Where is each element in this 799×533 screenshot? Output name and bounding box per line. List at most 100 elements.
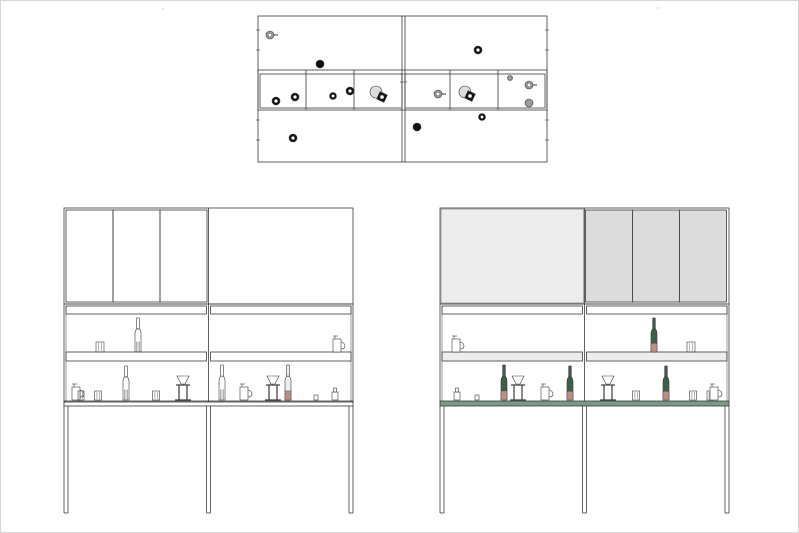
plan-jar-topview [524,98,534,108]
upper-glass-door [159,209,208,303]
pitcher-handle [340,341,346,350]
sheet-dot-mark [657,7,659,9]
plan-cup-topview [329,92,337,100]
bottle-neck [136,317,140,330]
pitcher-body [451,338,461,353]
small-jar [474,394,480,401]
upper-glass-door [112,209,161,303]
pour-over-stand [265,375,281,401]
plan-cup-rim [527,82,532,87]
glass-outline [686,341,696,353]
glass-outline [152,390,160,401]
wine-bottle [134,317,142,353]
plan-dripper-hole [379,94,385,100]
glass-outline [689,390,697,401]
drinking-glass [632,390,640,401]
drinking-glass [686,341,696,353]
plan-cup-topview [433,89,446,99]
glass-outline [77,390,85,401]
plan-cup-topview [265,30,278,40]
front-elevation-shaded-drawing [439,207,730,514]
drinking-glass [152,390,160,401]
dripper-cone [601,375,615,385]
plan-cup-topview [290,92,300,102]
bottle-neck [220,364,224,377]
plan-cup-topview [271,96,281,106]
shelf-rail [586,305,728,315]
wine-bottle [566,365,574,401]
dripper-cone [266,375,280,385]
jar-outline [474,394,480,401]
coffee-grinder [453,387,461,401]
bottle-body [122,376,130,401]
plan-drawer-band-inner [259,73,403,109]
middle-shelf [65,351,207,362]
bottle-body [134,328,142,353]
grinder-top [333,387,337,393]
grinder-body [453,391,461,401]
wine-bottle [650,317,658,353]
plan-cup-rim [480,115,484,119]
pour-over-stand [510,375,526,401]
sheet-dot-mark [162,8,164,10]
plan-cup-topview [524,80,537,90]
plan-cup-rim [291,135,296,140]
bottle-label [566,391,574,401]
pitcher-body [709,386,719,401]
plan-cup-topview [345,86,355,96]
upper-glass-door [679,209,727,303]
pour-over-stand [175,375,191,401]
wine-bottle [122,365,130,401]
plan-cup-rim [293,94,298,99]
dripper-cone [176,375,190,385]
upper-glass-door [585,209,633,303]
shelf-rail [441,305,583,315]
bottle-body [218,375,226,401]
pitcher-handle [548,389,554,398]
drinking-glass [94,390,102,401]
countertop [439,400,730,407]
pitcher-handle [247,389,253,398]
shelf-rail [210,305,352,315]
plan-cup-rim [274,98,279,103]
grinder-top [455,387,459,393]
coffee-pitcher [239,383,253,401]
bottle-neck [286,364,290,377]
pitcher-handle [717,389,723,398]
glass-outline [95,341,105,353]
glass-outline [94,390,102,401]
wine-bottle [500,364,508,401]
plan-cup-topview [473,45,483,55]
coffee-grinder [331,387,339,401]
wine-bottle [218,364,226,401]
grinder-body [331,391,339,401]
plan-dripper-topview [464,90,476,102]
upper-glass-door [65,209,114,303]
bottle-label [650,343,658,353]
plan-cup-topview [288,133,298,143]
bottle-label [500,390,508,401]
plan-dripper-hole [467,93,473,99]
coffee-pitcher [332,335,346,353]
plan-cup-rim [268,33,273,38]
plan-cup-topview [478,113,486,121]
bottle-label [284,390,292,401]
upper-open-panel [440,208,584,304]
pitcher-body [71,386,81,401]
plan-drawer-band-inner [404,73,546,109]
plan-jar-circle [524,98,534,108]
jar-outline [313,394,319,401]
pitcher-handle [459,341,465,350]
bottle-neck [124,365,128,378]
plan-glass-topview [315,59,325,69]
plan-view [256,15,549,163]
plan-jar-circle [507,75,513,81]
plan-cup-rim [436,91,441,96]
pitcher-body [239,386,249,401]
dripper-cone [511,375,525,385]
plan-glass-circle [315,59,325,69]
bottle-neck [652,317,656,330]
shelf-rail [65,305,207,315]
middle-shelf [441,351,583,362]
